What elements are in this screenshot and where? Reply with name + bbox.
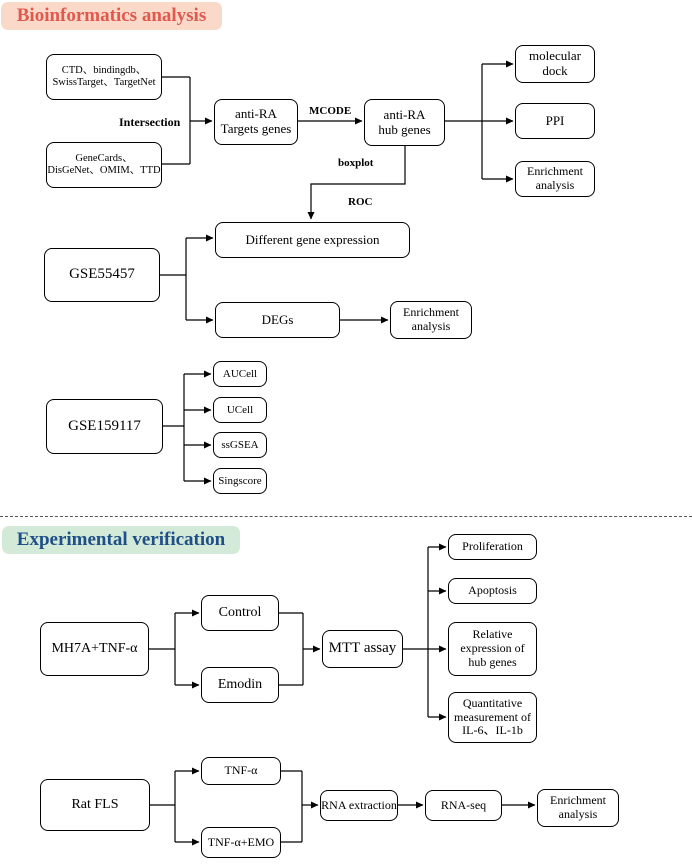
mcode-label: MCODE bbox=[309, 105, 352, 117]
section-title-bioinformatics: Bioinformatics analysis bbox=[1, 2, 222, 30]
targets-genes-box: anti-RA Targets genes bbox=[214, 99, 298, 145]
section-divider bbox=[0, 516, 692, 517]
rna-extraction-box: RNA extraction bbox=[320, 790, 398, 821]
boxplot-label: boxplot bbox=[338, 157, 374, 169]
control-box: Control bbox=[201, 595, 279, 631]
mtt-assay-box: MTT assay bbox=[322, 630, 403, 668]
mh7a-tnf-box: MH7A+TNF-α bbox=[40, 622, 149, 676]
roc-label: ROC bbox=[348, 196, 373, 208]
degs-box: DEGs bbox=[215, 302, 340, 338]
emodin-box: Emodin bbox=[201, 667, 279, 703]
gse159117-box: GSE159117 bbox=[46, 399, 163, 454]
enrichment-analysis-box-3: Enrichment analysis bbox=[537, 789, 619, 827]
relative-expression-box: Relative expression of hub genes bbox=[448, 622, 537, 676]
intersection-label: Intersection bbox=[119, 115, 181, 129]
tnf-alpha-box: TNF-α bbox=[201, 757, 281, 785]
quantitative-measurement-box: Quantitative measurement of IL-6、IL-1b bbox=[448, 692, 537, 743]
enrichment-analysis-box-2: Enrichment analysis bbox=[390, 301, 472, 339]
section-title-experimental: Experimental verification bbox=[2, 526, 240, 554]
database-box-genecards: GeneCards、 DisGeNet、OMIM、TTD bbox=[46, 142, 162, 188]
database-box-ctd: CTD、bindingdb、 SwissTarget、TargetNet bbox=[46, 54, 162, 100]
different-gene-expression-box: Different gene expression bbox=[215, 222, 410, 258]
tnf-alpha-emo-box: TNF-α+EMO bbox=[201, 827, 281, 858]
ucell-box: UCell bbox=[213, 397, 267, 423]
enrichment-analysis-box-1: Enrichment analysis bbox=[515, 161, 595, 197]
molecular-dock-box: molecular dock bbox=[515, 45, 595, 83]
apoptosis-box: Apoptosis bbox=[448, 578, 537, 604]
proliferation-box: Proliferation bbox=[448, 534, 537, 560]
aucell-box: AUCell bbox=[213, 361, 267, 387]
rat-fls-box: Rat FLS bbox=[40, 779, 150, 831]
ppi-box: PPI bbox=[515, 103, 595, 139]
rna-seq-box: RNA-seq bbox=[425, 790, 502, 821]
singscore-box: Singscore bbox=[213, 468, 267, 494]
hub-genes-box: anti-RA hub genes bbox=[364, 99, 445, 146]
ssgsea-box: ssGSEA bbox=[213, 432, 267, 458]
gse55457-box: GSE55457 bbox=[44, 248, 160, 302]
